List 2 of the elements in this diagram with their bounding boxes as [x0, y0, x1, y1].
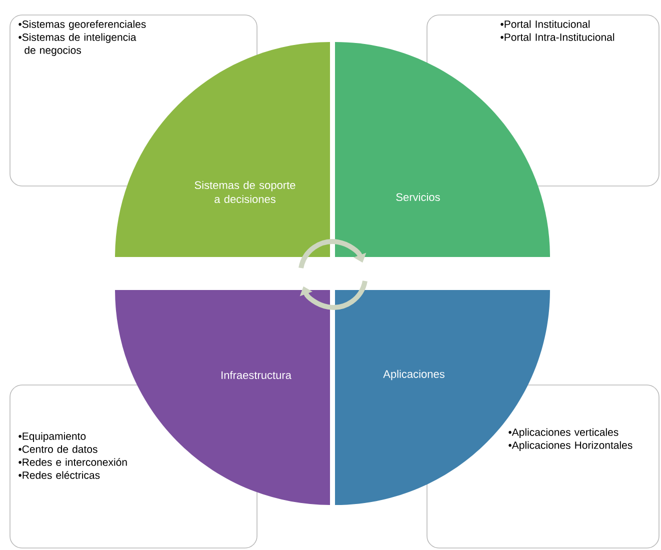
quadrant: Servicios: [335, 42, 550, 257]
quadrant: Sistemas de soporte a decisiones: [115, 42, 330, 257]
